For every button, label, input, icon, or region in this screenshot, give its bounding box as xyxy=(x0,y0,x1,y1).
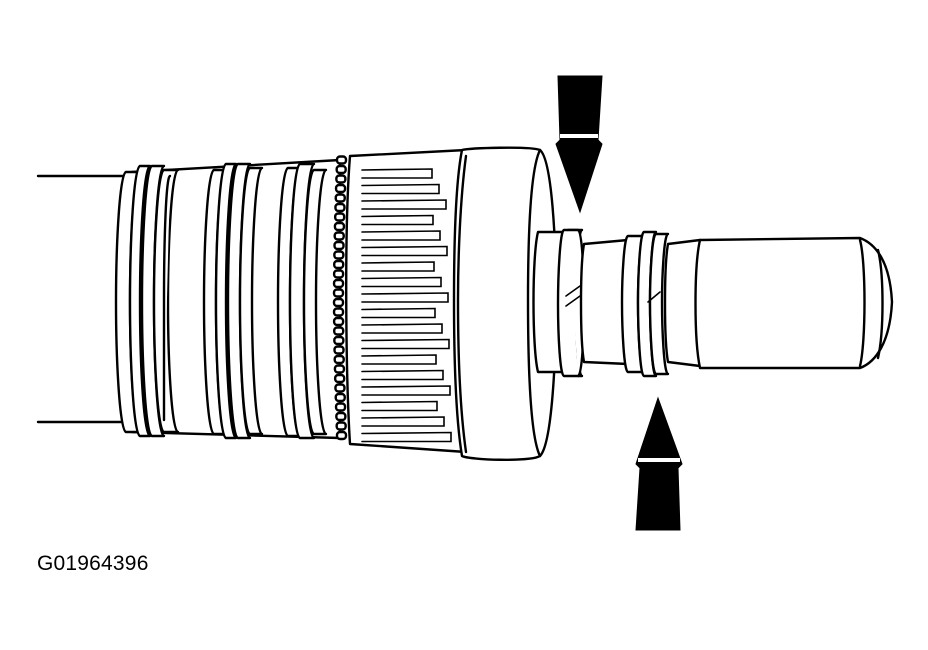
arrow-down-callout xyxy=(555,75,603,214)
spline-tooth xyxy=(361,323,443,334)
bead xyxy=(333,221,346,232)
bead xyxy=(335,164,347,175)
bead xyxy=(333,259,345,270)
spline-tooth xyxy=(361,416,445,427)
bead xyxy=(333,373,346,384)
spline-tooth xyxy=(361,245,448,257)
arrow-up-callout xyxy=(635,396,683,531)
bead xyxy=(334,202,346,213)
bead xyxy=(335,411,347,422)
bead xyxy=(332,316,345,327)
bead xyxy=(334,392,346,403)
spline-tooth xyxy=(361,385,451,396)
spline-tooth xyxy=(361,338,450,350)
bead xyxy=(334,402,347,412)
bead xyxy=(334,193,346,203)
bead xyxy=(335,430,348,441)
bead xyxy=(333,345,345,355)
spline-tooth xyxy=(361,183,440,195)
bead xyxy=(332,307,345,317)
spline-tooth xyxy=(361,214,434,226)
bead xyxy=(332,288,345,298)
spline-tooth xyxy=(361,292,449,303)
bead xyxy=(333,354,345,365)
bead xyxy=(333,364,346,374)
bead xyxy=(332,278,345,289)
bead xyxy=(333,240,345,251)
bead xyxy=(334,383,346,393)
bead xyxy=(335,155,348,165)
spline-section xyxy=(345,148,468,454)
spline-tooth xyxy=(361,307,436,319)
spline-tooth xyxy=(361,168,433,179)
shaft-end xyxy=(532,228,894,378)
bead xyxy=(332,297,345,308)
bead xyxy=(333,212,346,222)
bead xyxy=(335,174,347,184)
spline-tooth xyxy=(361,354,437,365)
spline-tooth xyxy=(361,199,447,210)
bead xyxy=(333,250,345,260)
seal-ring-group-1 xyxy=(114,164,180,438)
spline-tooth xyxy=(361,261,435,272)
bead xyxy=(334,183,347,194)
seal-ring-group-2 xyxy=(202,162,264,440)
collar xyxy=(452,146,558,461)
spline-tooth xyxy=(361,400,438,412)
seal-ring-group-3 xyxy=(276,162,328,440)
spline-tooth xyxy=(361,369,444,381)
bead-ring xyxy=(332,155,348,441)
spline-tooth xyxy=(361,276,442,288)
figure-code: G01964396 xyxy=(37,552,149,575)
bead xyxy=(335,421,347,431)
bead xyxy=(333,231,345,241)
bead xyxy=(332,269,345,279)
bead xyxy=(333,335,345,346)
spline-tooth xyxy=(361,431,452,443)
bead xyxy=(333,326,345,336)
shaft-body xyxy=(36,174,134,424)
spline-tooth xyxy=(361,230,441,241)
